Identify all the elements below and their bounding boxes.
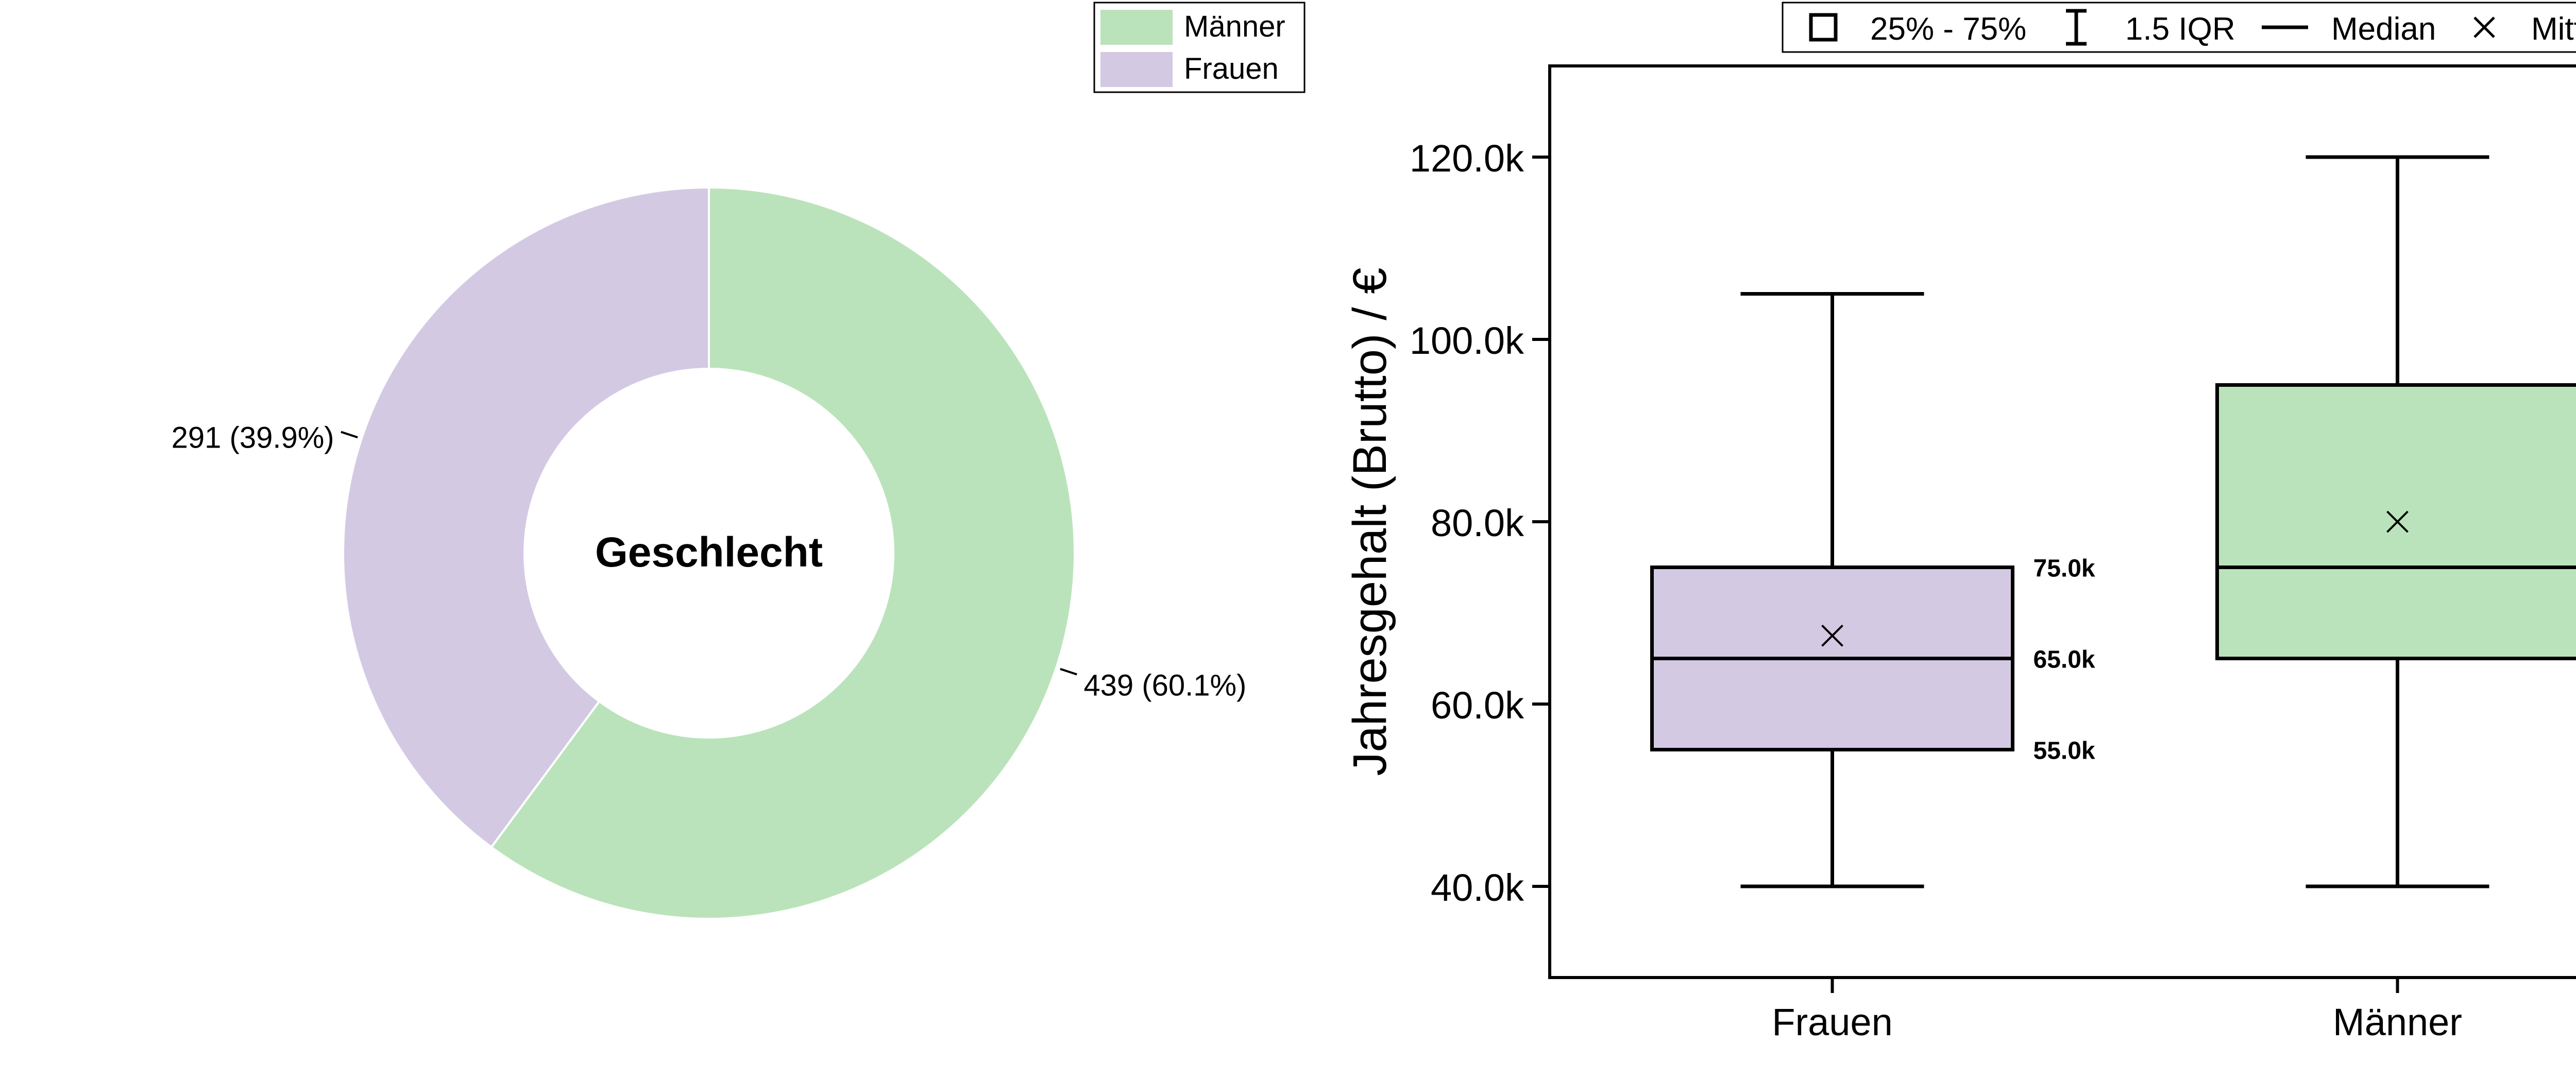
- legend-label-box: 25% - 75%: [1870, 11, 2026, 47]
- legend-label-1: Frauen: [1184, 52, 1279, 85]
- donut-center-label: Geschlecht: [595, 529, 823, 576]
- box-value-label-median: 65.0k: [2033, 646, 2095, 674]
- box-plot-legend: 25% - 75% 1.5 IQR Median Mittelwert: [1783, 3, 2576, 52]
- x-tick-label: Männer: [2333, 1001, 2462, 1043]
- legend-label-median: Median: [2331, 11, 2436, 47]
- x-tick-label: Frauen: [1772, 1001, 1892, 1043]
- y-tick-label: 100.0k: [1410, 319, 1524, 362]
- y-tick-label: 80.0k: [1431, 502, 1524, 544]
- donut-leader-line-0: [1060, 669, 1077, 675]
- legend-label-whisker: 1.5 IQR: [2125, 11, 2235, 47]
- box-value-label-q1: 55.0k: [2033, 738, 2095, 765]
- donut-slice-label-0: 439 (60.1%): [1083, 669, 1246, 702]
- donut-leader-line-1: [341, 432, 358, 438]
- legend-swatch-1: [1100, 52, 1173, 87]
- legend-label-mean: Mittelwert: [2531, 11, 2576, 47]
- donut-slice-label-1: 291 (39.9%): [172, 421, 334, 455]
- y-axis-title: Jahresgehalt (Brutto) / €: [1344, 268, 1396, 776]
- legend-label-0: Männer: [1184, 10, 1285, 43]
- box-plot: 40.0k 60.0k 80.0k 100.0k 120.0kJahresgehalt …: [1344, 66, 2576, 1043]
- y-tick-label: 60.0k: [1431, 684, 1524, 727]
- legend-swatch-0: [1100, 10, 1173, 45]
- y-tick-label: 40.0k: [1431, 866, 1524, 909]
- box-value-label-q3: 75.0k: [2033, 555, 2095, 583]
- donut-chart: 439 (60.1%) 291 (39.9%) Geschlecht: [172, 187, 1247, 919]
- y-tick-label: 120.0k: [1410, 137, 1524, 180]
